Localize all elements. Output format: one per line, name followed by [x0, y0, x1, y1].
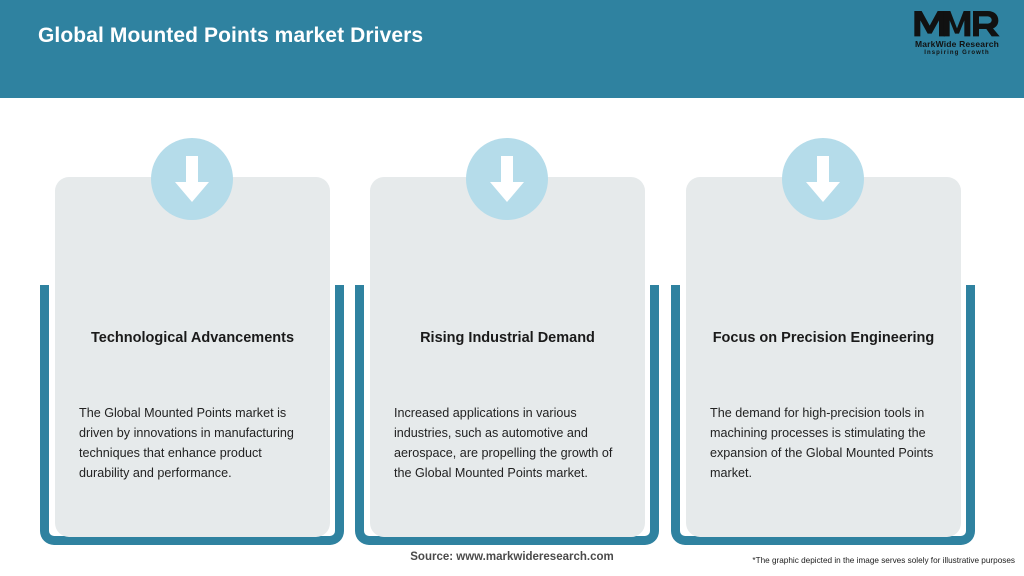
- down-arrow-icon: [151, 138, 233, 220]
- driver-card-3: Focus on Precision Engineering The deman…: [671, 98, 975, 548]
- card-title: Rising Industrial Demand: [420, 330, 595, 346]
- driver-cards-container: Technological Advancements The Global Mo…: [0, 98, 1024, 548]
- markwide-research-logo: MarkWide Research Inspiring Growth: [904, 8, 1010, 64]
- logo-company-name: MarkWide Research: [914, 39, 1000, 49]
- logo-tagline: Inspiring Growth: [924, 50, 990, 56]
- mwr-monogram-icon: [914, 11, 1000, 37]
- card-body-text: Increased applications in various indust…: [394, 406, 613, 480]
- down-arrow-icon: [782, 138, 864, 220]
- card-title: Focus on Precision Engineering: [712, 330, 935, 346]
- driver-card-2: Rising Industrial Demand Increased appli…: [355, 98, 659, 548]
- card-body-text: The Global Mounted Points market is driv…: [79, 406, 294, 480]
- card-surface: Rising Industrial Demand Increased appli…: [370, 177, 645, 537]
- driver-card-1: Technological Advancements The Global Mo…: [40, 98, 344, 548]
- down-arrow-glyph: [175, 156, 209, 202]
- card-accent-frame: [40, 285, 344, 545]
- card-body-text: The demand for high-precision tools in m…: [710, 406, 934, 480]
- disclaimer-note: *The graphic depicted in the image serve…: [752, 556, 1015, 565]
- header-bar: Global Mounted Points market Drivers Mar…: [0, 0, 1024, 98]
- card-surface: Technological Advancements The Global Mo…: [55, 177, 330, 537]
- card-accent-frame: [671, 285, 975, 545]
- card-title: Technological Advancements: [90, 330, 295, 346]
- card-surface: Focus on Precision Engineering The deman…: [686, 177, 961, 537]
- page-title: Global Mounted Points market Drivers: [38, 24, 424, 47]
- down-arrow-glyph: [490, 156, 524, 202]
- down-arrow-glyph: [806, 156, 840, 202]
- down-arrow-icon: [466, 138, 548, 220]
- card-accent-frame: [355, 285, 659, 545]
- source-label: Source: www.markwideresearch.com: [410, 551, 614, 563]
